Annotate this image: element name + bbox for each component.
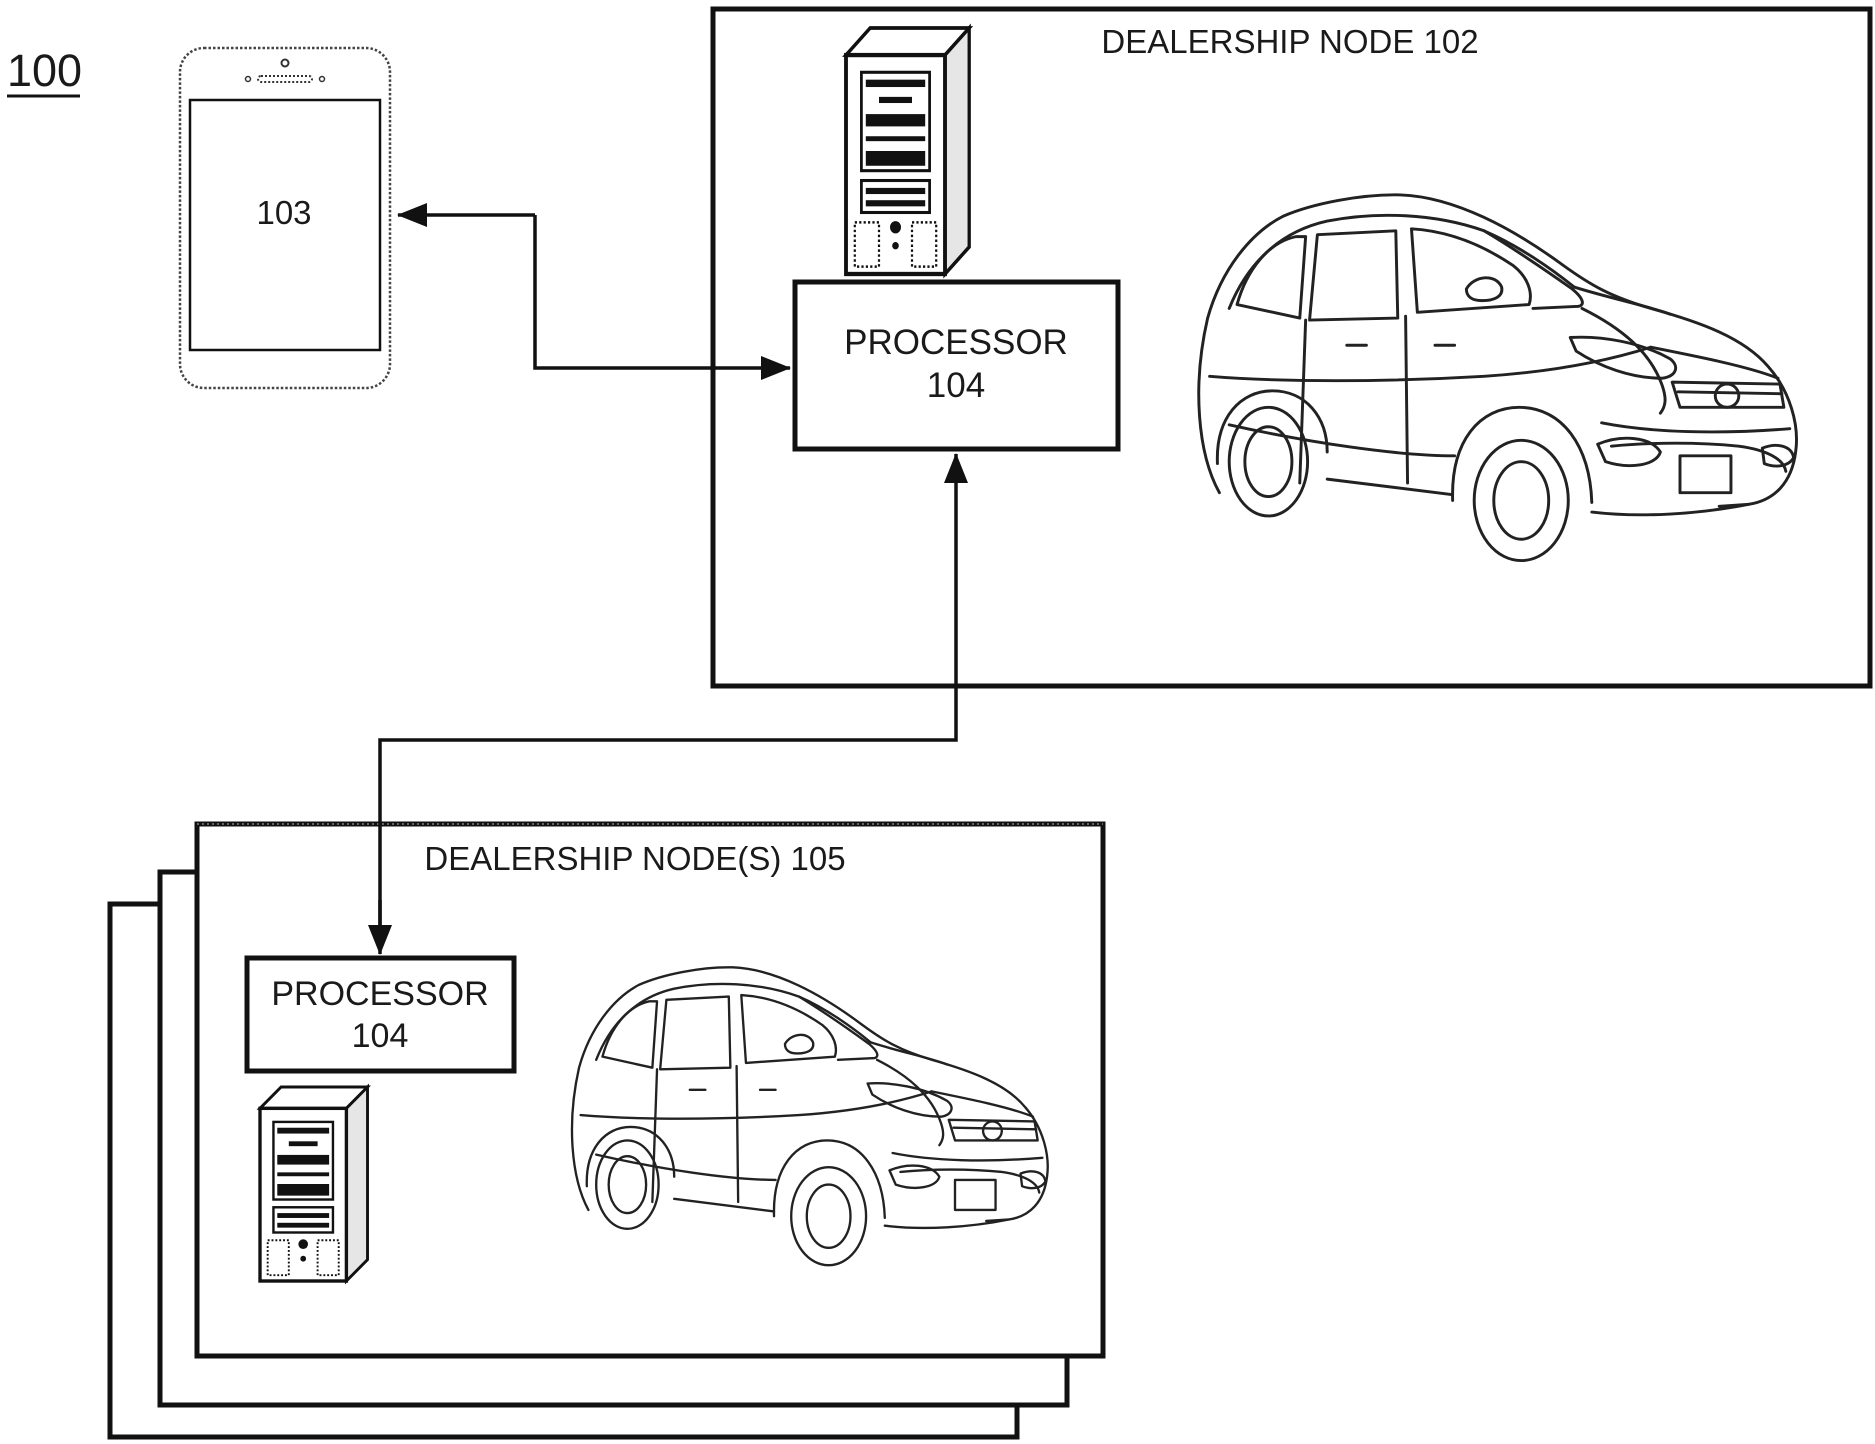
processor-104-secondary-line2: 104 [352, 1017, 409, 1055]
processor-104-main-line2: 104 [927, 366, 985, 405]
dealership-node-105-title: DEALERSHIP NODE(S) 105 [424, 840, 845, 877]
dealership-node-102: DEALERSHIP NODE 102 PROCESSOR 104 [713, 9, 1870, 686]
processor-104-main: PROCESSOR 104 [795, 282, 1118, 449]
mobile-device: 103 [180, 48, 390, 388]
server-tower-icon [846, 28, 969, 274]
mobile-device-label: 103 [256, 194, 311, 231]
server-tower-icon [260, 1087, 368, 1281]
dealership-nodes-105: DEALERSHIP NODE(S) 105 PROCESSOR 104 [110, 824, 1103, 1437]
dealership-node-102-title: DEALERSHIP NODE 102 [1101, 23, 1478, 60]
figure-number: 100 [7, 45, 82, 96]
processor-104-secondary: PROCESSOR 104 [247, 958, 514, 1071]
figure-number-group: 100 [7, 45, 82, 96]
processor-104-main-line1: PROCESSOR [844, 323, 1068, 362]
processor-104-secondary-line1: PROCESSOR [271, 975, 488, 1013]
